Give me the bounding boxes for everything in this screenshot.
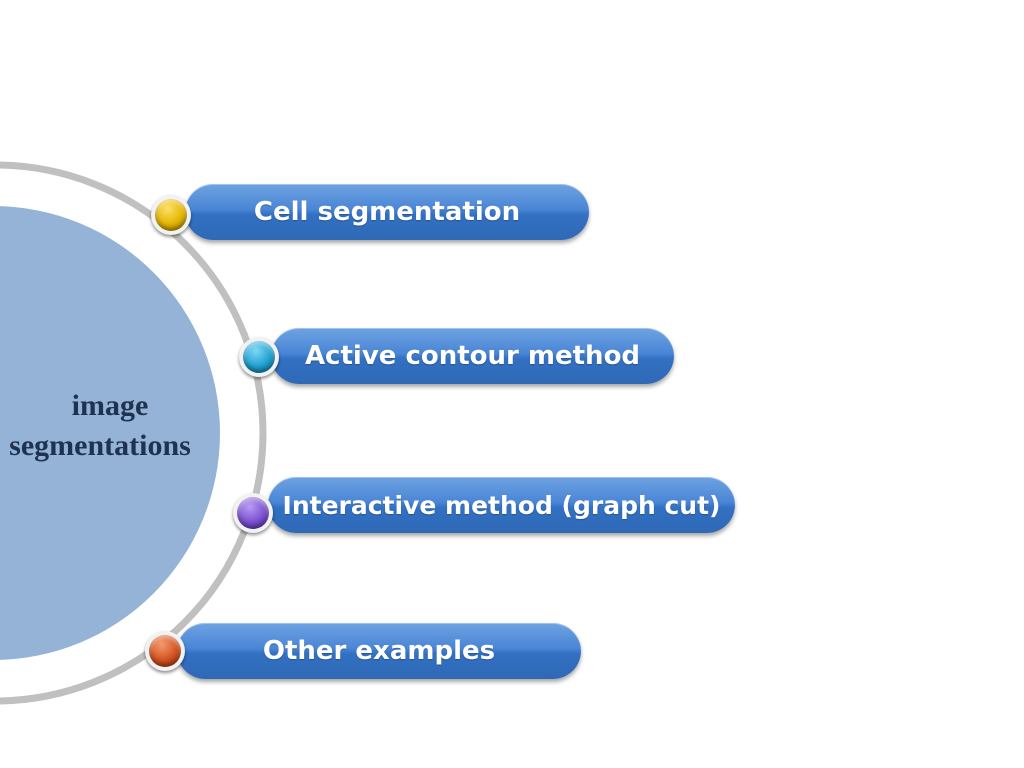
item-label: Interactive method (graph cut) (282, 490, 721, 520)
item-label: Other examples (262, 636, 496, 666)
bead-yellow (155, 199, 187, 231)
cyan-dot-icon (239, 337, 279, 377)
item-interactive-method[interactable]: Interactive method (graph cut) (268, 477, 735, 533)
orange-dot-icon (145, 631, 185, 671)
hub-circle (0, 206, 220, 660)
purple-dot-icon (233, 493, 273, 533)
item-cell-segmentation[interactable]: Cell segmentation (185, 184, 589, 240)
yellow-dot-icon (151, 195, 191, 235)
bead-purple (237, 497, 269, 529)
item-active-contour-method[interactable]: Active contour method (271, 328, 674, 384)
outer-ring (0, 161, 267, 705)
bead-cyan (243, 341, 275, 373)
hub-title-line-1: image (71, 389, 149, 422)
bead-orange (149, 635, 181, 667)
item-label: Cell segmentation (253, 197, 521, 227)
item-other-examples[interactable]: Other examples (177, 623, 581, 679)
hub-title-line-2: segmentations (9, 429, 191, 462)
item-label: Active contour method (304, 341, 641, 371)
